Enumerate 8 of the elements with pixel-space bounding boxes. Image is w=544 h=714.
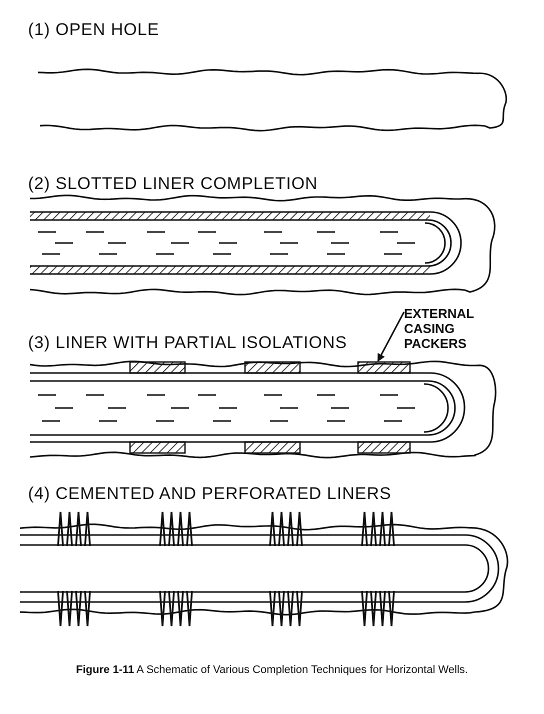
leader-arrow [377,312,405,362]
section-heading: (4) CEMENTED AND PERFORATED LINERS [28,484,392,504]
section-heading: (2) SLOTTED LINER COMPLETION [28,174,318,194]
packer [357,361,411,374]
section-heading: (1) OPEN HOLE [28,20,160,40]
section-heading: (3) LINER WITH PARTIAL ISOLATIONS [28,333,348,353]
figure-caption: Figure 1-11 A Schematic of Various Completion Techniques for Horizontal Wells. [75,664,469,677]
callout-label: EXTERNAL CASING PACKERS [404,306,484,351]
